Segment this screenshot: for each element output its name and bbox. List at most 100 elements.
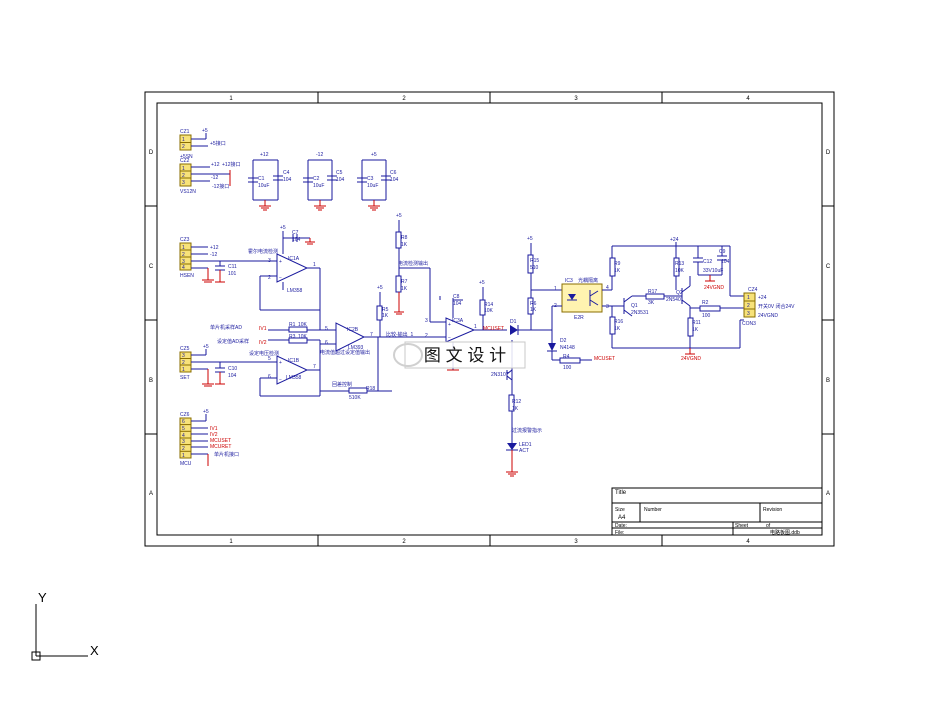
row-label-c: C [149,264,154,270]
row-label-d-right: D [826,150,831,156]
opamp-ic1a[interactable]: 3 2 + − IC1A LM358 霍尔电流检测 1 +5 C7 104 [248,225,321,330]
connector-cz3[interactable]: CZ3 1 2 3 4 HSEN +12 -12 C11 101 [179,237,265,283]
transistor-q1[interactable]: Q1 2N3531 [612,295,649,317]
resistor-r9[interactable]: R9 1K [609,246,621,290]
gnd24-label-q2: 24VGND [681,356,701,362]
c2-value: 10uF [313,183,324,189]
cz6-pin4: 4 [182,433,185,439]
r13-value: 10K [675,268,685,274]
c5-value: 104 [336,177,345,183]
resistor-r11[interactable]: R11 1K 24VGND [681,317,701,362]
diode-d2[interactable]: D2 N4148 [547,306,575,360]
r3-value: 10K [298,334,308,340]
resistor-r4[interactable]: R4 100 MCUSET [552,354,615,371]
resistor-r14[interactable]: +5 R14 10K MCUSET [479,280,504,332]
rail-plus24: +24 [612,237,730,247]
cz3-net-1: +12 [210,245,219,251]
row-label-d: D [149,150,154,156]
r7-ref: R7 [401,279,408,285]
c11-value: 101 [228,271,237,277]
sheet-label: Sheet [735,523,749,529]
col-label-1: 1 [229,96,233,102]
cz4-net-gnd: 24VGND [758,313,778,319]
r6-ref: R6 [530,301,537,307]
cz3-pin2: 2 [182,252,185,258]
decoupling-group-minus12[interactable]: -12 C2 10uF C5 104 [303,152,345,211]
col-label-2-bottom: 2 [402,539,406,545]
q1-ref: Q1 [631,303,638,309]
decoupling-group-plus5[interactable]: +5 C3 10uF C6 104 [357,152,399,211]
c7-ref: C7 [292,230,299,236]
connector-cz1[interactable]: CZ1 1 2 +5SN +5 +5接口 [179,128,226,160]
resistor-r2[interactable]: R2 100 [690,300,744,319]
capacitor-c12[interactable]: C12 33V10uF [693,246,723,275]
r1-value: 10K [298,322,308,328]
connector-cz4[interactable]: CZ4 1 2 3 CON3 +24 开关0V 闭合24V 24VGND [742,287,795,327]
cz3-pin4: 4 [182,265,185,271]
date-label: Date: [615,523,627,529]
resistor-r5[interactable]: +5 R5 1K [376,285,389,337]
opamp-ic3a[interactable]: 3 2 + − IC3A 1 C8 104 [425,294,507,371]
r2-ref: R2 [702,300,709,306]
r2-value: 100 [702,313,711,319]
c3-value: 10uF [367,183,378,189]
ic1b-ref: IC1B [288,358,300,364]
net-iv2-left: IV2 [259,340,267,346]
c10-ref: C10 [228,366,237,372]
resistor-r13[interactable]: R13 10K [673,246,685,290]
r3-ref: R3 [289,334,296,340]
cz2-net-2: -12 [211,175,218,181]
ic3a-pin2: 2 [425,333,428,339]
ic3a-pin3: 3 [425,318,428,324]
c6-value: 104 [390,177,399,183]
decoupling-group-plus12[interactable]: +12 C1 10uF C4 104 [248,152,292,211]
resistor-r6[interactable]: R6 1K [527,290,537,330]
c6-ref: C6 [390,170,397,176]
resistor-r3[interactable]: R3 10K [288,334,308,344]
ad-note-1: 单片机采样AD [210,324,242,331]
ic2b-part: LM393 [348,345,364,351]
resistor-r8[interactable]: +5 R8 1K 电流检测输出 [395,213,428,276]
resistor-r7[interactable]: R7 1K [394,267,431,322]
resistor-r16[interactable]: R16 1K [609,306,740,349]
resistor-r15[interactable]: +5 R15 510 [527,236,562,291]
c3-net: +5 [371,152,377,158]
r15-ref: R15 [530,258,539,264]
c1-ref: C1 [258,176,265,182]
connector-cz2[interactable]: CZ2 1 2 3 VS12N +12 +12接口 -12 -12接口 [179,158,240,195]
cz5-pin2: 2 [182,360,185,366]
cz6-pin3: 3 [182,439,185,445]
ic3-ref: IC3 [565,278,573,284]
optocoupler-ic3[interactable]: IC3 光耦隔离 E2R 1 2 4 3 [552,277,612,321]
led-led1[interactable]: 过流报警指示 LED1 ACT [506,427,542,477]
capacitor-c9[interactable]: C9 104 24VGND [698,246,730,291]
ic3a-pin1: 1 [474,324,477,330]
cz4-net-plus24: +24 [758,295,767,301]
cz5-name: SET [180,375,190,381]
r4-ref: R4 [563,354,570,360]
cz2-ref: CZ2 [180,158,190,164]
r13-ref: R13 [675,261,684,267]
r15-net: +5 [527,236,533,242]
size-label: Size [615,507,625,513]
row-label-c-right: C [826,264,831,270]
r7-value: 1K [401,286,408,292]
c9-value: 104 [721,259,730,265]
connector-cz6[interactable]: CZ6 6 5 4 3 2 1 MCU +5 IV1 IV2 MCUSET MC… [179,409,239,467]
connector-cz5[interactable]: CZ5 3 2 1 SET +5 C10 104 [179,344,265,387]
resistor-r12[interactable]: R12 1K [508,384,521,443]
resistor-r1[interactable]: R1 10K [288,322,308,333]
opamp-ic1b[interactable]: 5 6 + − IC1B LM358 设定电压检测 7 [249,340,321,397]
cz2-net-1: +12 [211,162,220,168]
cz2-pin1: 1 [182,166,185,172]
comparator-ic2b[interactable]: 5 6 IC2B LM393 电流值超过设定值输出 7 回差控制 [320,322,430,392]
ic3a-plus: + [448,322,451,328]
cz6-net-mcuset: MCUSET [210,438,231,444]
resistor-r17[interactable]: R17 3K [645,289,682,306]
diode-d1[interactable]: D1 [510,319,552,335]
resistor-r18[interactable]: R18 510K [348,386,375,401]
cz6-net-mcuret: MCURET [210,444,231,450]
transistor-q2[interactable]: Q2 2N5401 [666,276,691,318]
current-out-note: 电流检测输出 [398,260,428,267]
